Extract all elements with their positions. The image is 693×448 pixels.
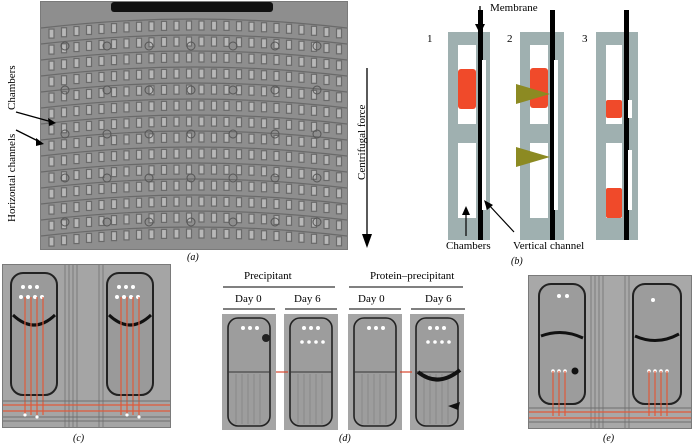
step-3-diagram <box>596 10 638 240</box>
precipitant-label: Precipitant <box>244 270 292 282</box>
chamber-photos-d <box>222 314 464 430</box>
day-label-2: Day 6 <box>294 293 321 305</box>
membrane-label: Membrane <box>490 2 538 14</box>
chip-photo-a-drawing <box>41 2 347 249</box>
step-1-number: 1 <box>427 33 433 45</box>
step-1-diagram <box>448 10 490 240</box>
protein-precipitant-label: Protein–precipitant <box>370 270 455 282</box>
panel-a-label: (a) <box>187 252 199 263</box>
day-label-1: Day 0 <box>235 293 262 305</box>
panel-e-label: (e) <box>603 433 615 444</box>
panel-c-label: (c) <box>73 433 85 444</box>
chambers-label-b: Chambers <box>446 240 491 252</box>
chip-photo-a <box>40 1 348 250</box>
chip-photo-e-drawing <box>529 276 691 428</box>
panel-d-label: (d) <box>339 433 351 444</box>
chip-photo-c <box>2 264 171 428</box>
step-3-number: 3 <box>582 33 588 45</box>
step-2-number: 2 <box>507 33 513 45</box>
panel-b-label: (b) <box>511 256 523 267</box>
day-underlines <box>223 308 465 310</box>
centrifugal-force-arrow <box>362 68 372 248</box>
chambers-arrows <box>15 111 56 146</box>
group-bars <box>223 286 463 288</box>
step-2-diagram <box>516 10 564 240</box>
day-label-4: Day 6 <box>425 293 452 305</box>
schematic-b <box>448 6 638 240</box>
day-label-3: Day 0 <box>358 293 385 305</box>
chip-photo-c-drawing <box>3 265 170 427</box>
vertical-channel-label: Vertical channel <box>513 240 585 252</box>
chip-photo-e <box>528 275 692 429</box>
